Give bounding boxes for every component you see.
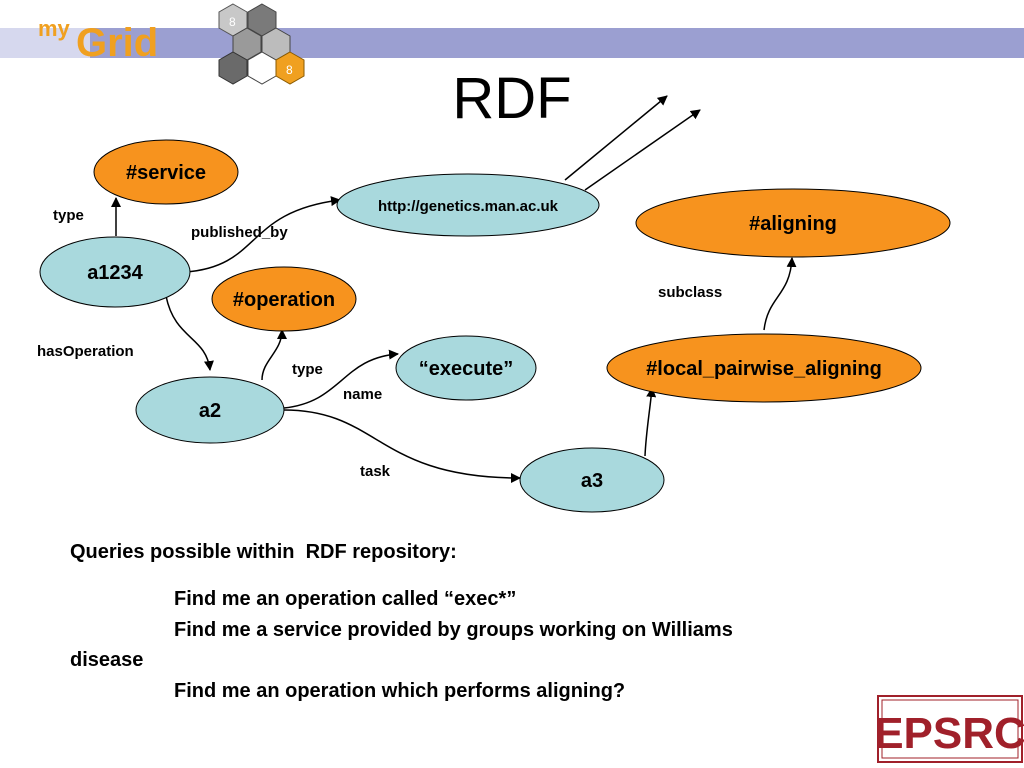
label-operation: #operation: [233, 289, 335, 311]
label-aligning: #aligning: [749, 213, 837, 235]
query-1: Find me an operation called “exec*”: [174, 588, 516, 610]
edge-label-type-1: type: [53, 207, 84, 224]
hex-glyph: 8: [229, 15, 236, 29]
node-genetics: [336, 173, 600, 237]
node-a1234: [39, 236, 191, 308]
header-band: [0, 28, 1024, 58]
label-service: #service: [126, 162, 206, 184]
node-local-pairwise-aligning: [606, 333, 922, 403]
label-genetics: http://genetics.man.ac.uk: [378, 198, 559, 215]
edge-subclass: [763, 257, 797, 331]
label-a3: a3: [581, 470, 603, 492]
queries-heading: Queries possible within RDF repository:: [70, 541, 457, 563]
hex-tile: [275, 51, 305, 85]
hex-logo: 8 8: [218, 3, 305, 85]
epsrc-text: EPSRC: [874, 709, 1024, 758]
hex-glyph: 8: [286, 63, 293, 77]
query-2-continued: disease: [70, 649, 143, 671]
mygrid-logo: my Grid: [38, 16, 158, 65]
epsrc-border: [877, 695, 1023, 763]
edge-label-name: name: [343, 386, 382, 403]
node-labels: #service a1234 http://genetics.man.ac.uk…: [87, 162, 882, 492]
nodes: [39, 139, 951, 513]
node-a2: [135, 376, 285, 444]
edge-label-type-2: type: [292, 361, 323, 378]
edge-label-has-operation: hasOperation: [37, 343, 134, 360]
node-a3: [519, 447, 665, 513]
edge-name: [283, 349, 399, 409]
epsrc-logo: EPSRC: [874, 695, 1024, 763]
node-service: [93, 139, 239, 205]
edge-label-task: task: [360, 463, 391, 480]
edge-label-subclass: subclass: [658, 284, 722, 301]
edge-genetics-out-2: [584, 109, 701, 191]
edge-genetics-out-1: [564, 95, 668, 181]
logo-my: my: [38, 16, 71, 41]
edge-type-operation: [261, 329, 287, 381]
edge-task: [283, 409, 521, 483]
query-3: Find me an operation which performs alig…: [174, 680, 625, 702]
hex-tile: [218, 51, 248, 85]
edges: [111, 95, 797, 483]
label-local-pairwise-aligning: #local_pairwise_aligning: [646, 358, 882, 380]
edge-has-operation: [165, 295, 214, 371]
edge-a3-local: [644, 387, 657, 457]
epsrc-inner-border: [881, 699, 1019, 759]
queries: Queries possible within RDF repository: …: [70, 541, 733, 702]
page-title: RDF: [452, 66, 571, 131]
node-aligning: [635, 188, 951, 258]
node-execute: [395, 335, 537, 401]
header-band-fade: [0, 28, 90, 58]
label-execute: “execute”: [419, 358, 514, 380]
edge-label-published-by: published_by: [191, 224, 288, 241]
label-a2: a2: [199, 400, 221, 422]
node-operation: [211, 266, 357, 332]
edge-labels: type published_by hasOperation type name…: [37, 207, 722, 480]
label-a1234: a1234: [87, 262, 143, 284]
query-2: Find me a service provided by groups wor…: [174, 619, 733, 641]
logo-grid: Grid: [76, 21, 158, 65]
edge-published-by: [185, 196, 341, 273]
